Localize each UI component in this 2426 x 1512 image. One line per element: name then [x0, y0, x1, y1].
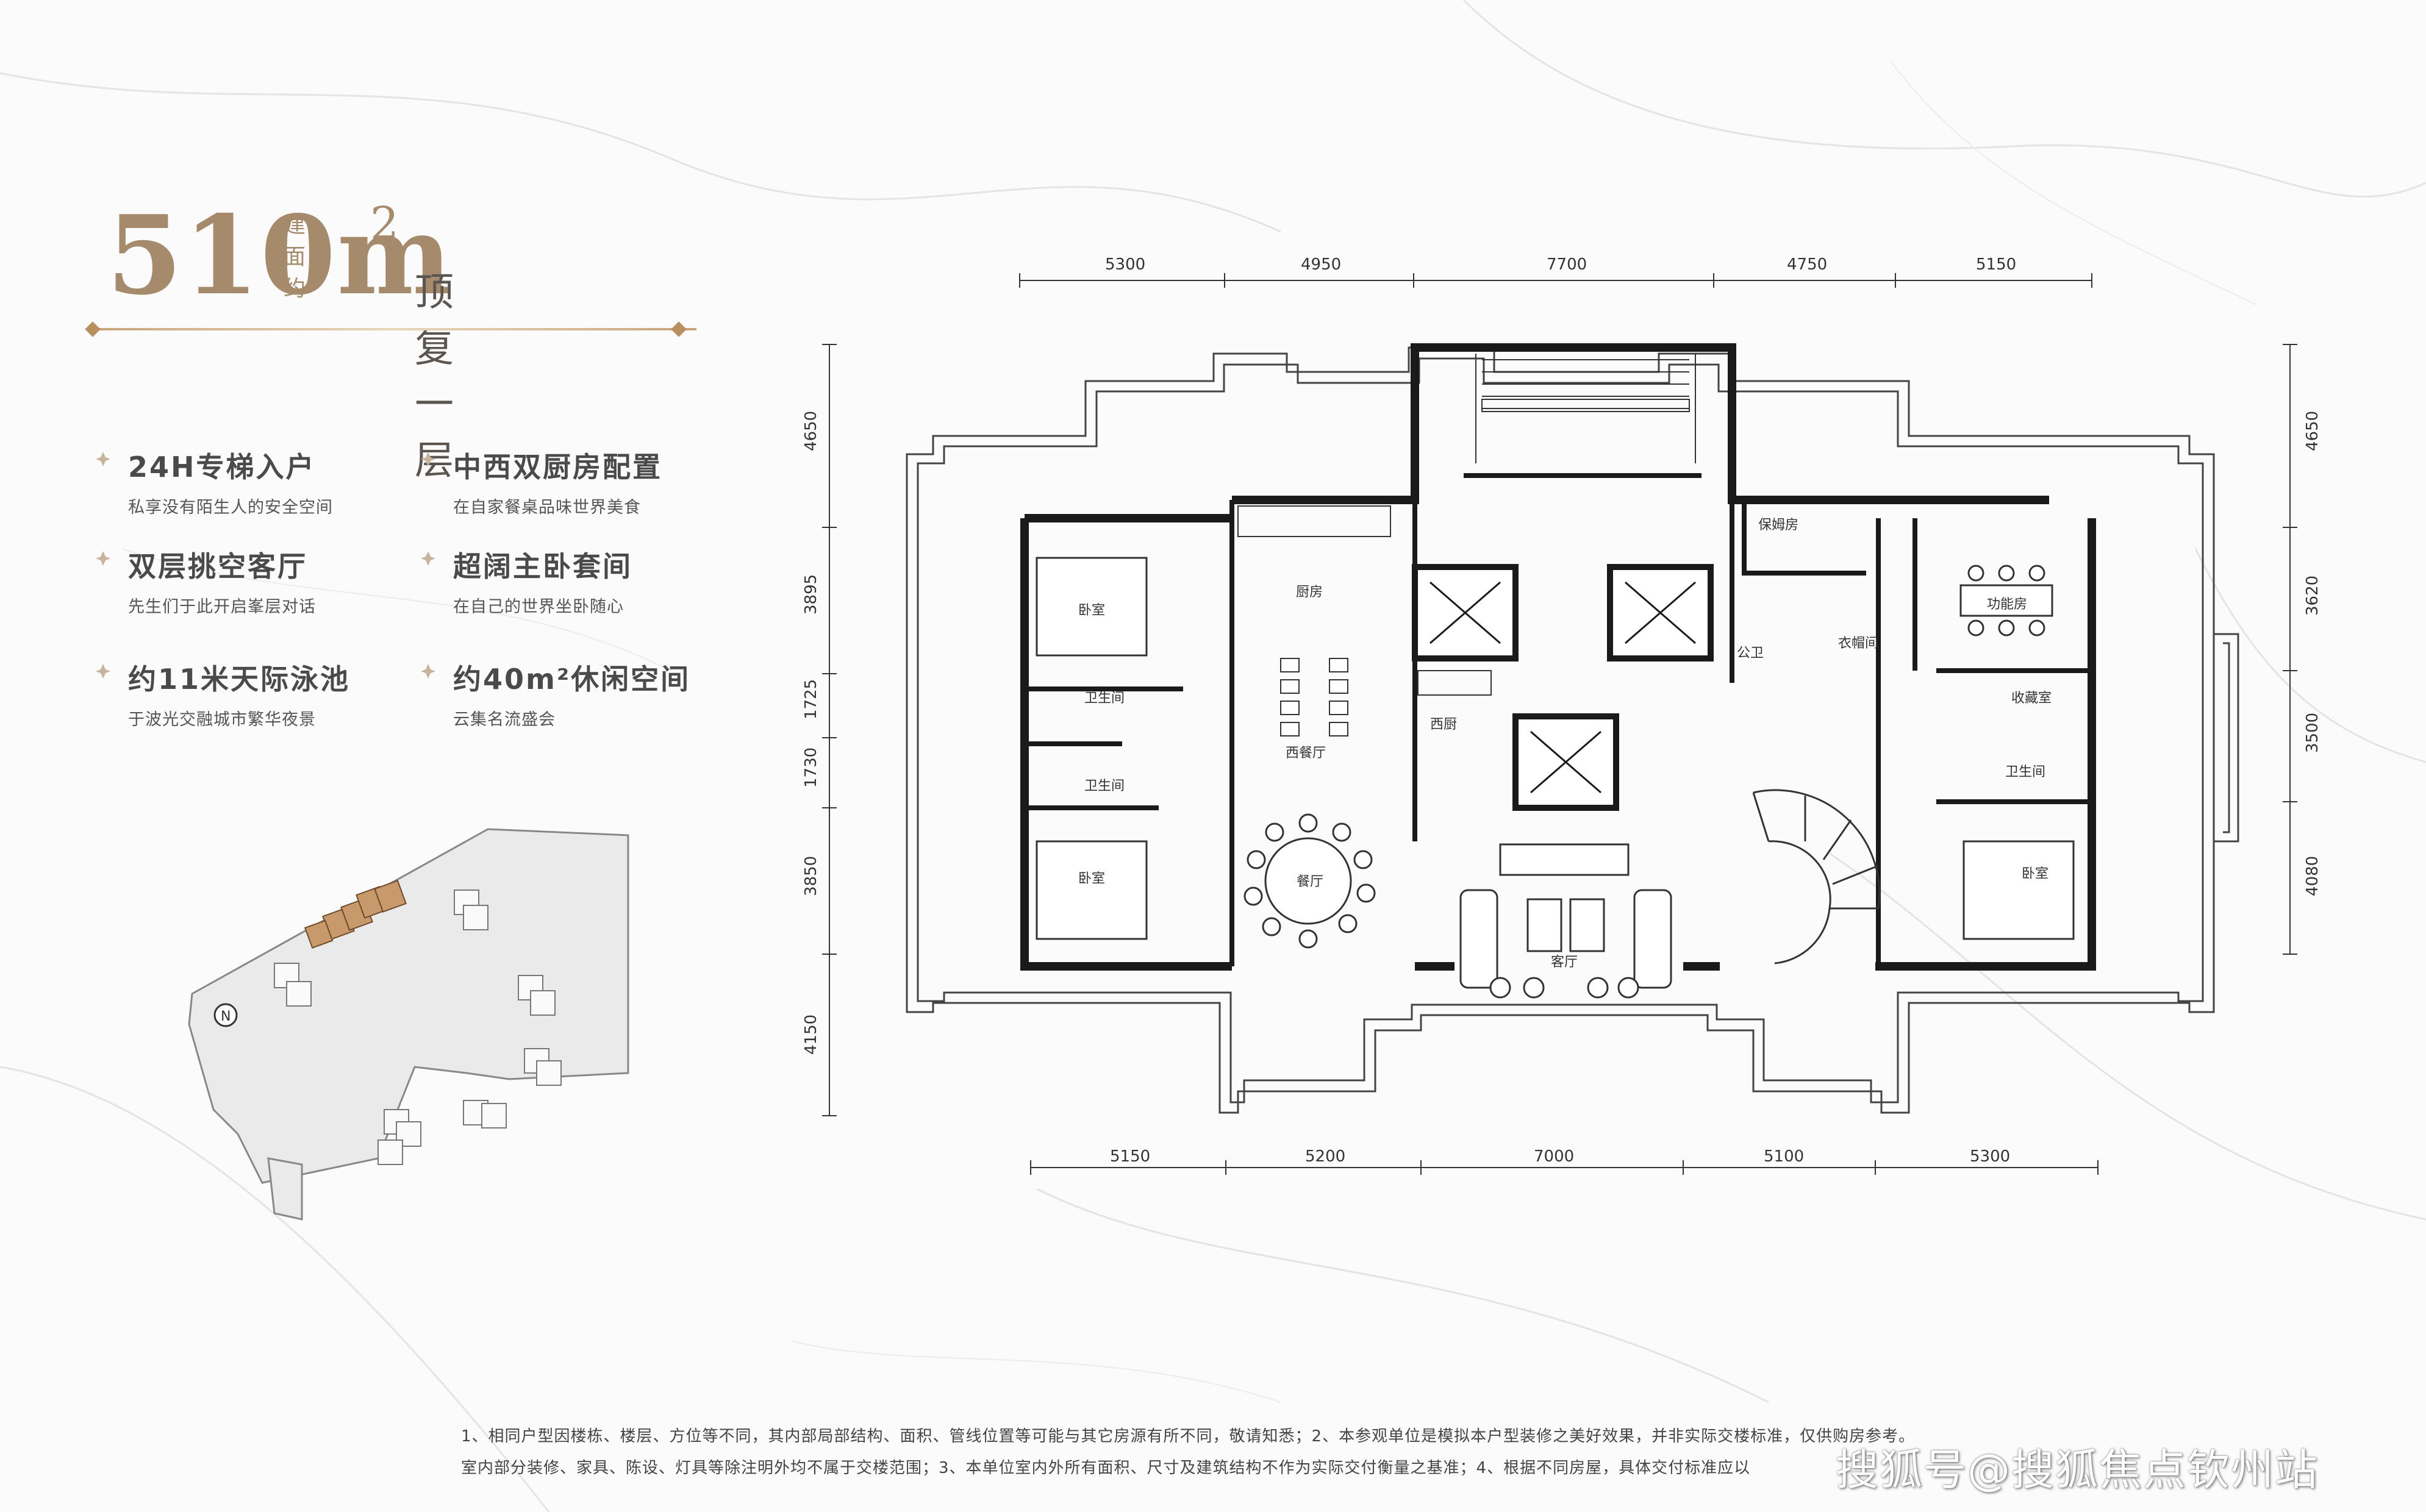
compass-label: N: [221, 1009, 231, 1024]
feature-item: 24H专梯入户 私享没有陌生人的安全空间: [96, 445, 445, 518]
dim-line-left: [822, 344, 837, 1116]
room-label-kitchen: 厨房: [1296, 585, 1323, 600]
feature-title: 约40m²休闲空间: [453, 663, 691, 696]
site-map: N: [188, 828, 629, 1221]
western-dining-table: [1280, 658, 1348, 736]
room-label-living: 客厅: [1551, 955, 1578, 970]
dim-line-bottom: [1030, 1160, 2099, 1175]
room-label-bathroom: 卫生间: [2005, 765, 2045, 780]
fleur-icon: [96, 452, 110, 466]
round-dining-table: [1243, 813, 1376, 949]
dim-left-2: 3895: [802, 574, 820, 615]
feature-desc: 在自家餐桌品味世界美食: [453, 498, 641, 517]
dim-right-2: 3620: [2303, 576, 2322, 616]
room-label-wardrobe: 衣帽间: [1838, 636, 1878, 651]
feature-item: 约11米天际泳池 于波光交融城市繁华夜景: [96, 657, 445, 730]
room-label-bathroom: 卫生间: [1084, 691, 1125, 706]
bed: [1036, 557, 2075, 940]
dim-bottom-3: 7000: [1534, 1147, 1574, 1166]
room-label-western-kitchen: 西厨: [1430, 717, 1457, 732]
room-label-bedroom: 卧室: [2022, 866, 2049, 882]
feature-title: 中西双厨房配置: [453, 451, 662, 483]
fleur-icon: [96, 551, 110, 566]
room-label-bedroom: 卧室: [1078, 871, 1105, 886]
dim-bottom-1: 5150: [1110, 1147, 1150, 1166]
feature-desc: 在自己的世界坐卧随心: [453, 597, 624, 616]
dim-left-6: 4150: [802, 1015, 820, 1055]
feature-desc: 先生们于此开启峯层对话: [128, 597, 316, 616]
room-label-public-bath: 公卫: [1737, 646, 1764, 661]
main-walls: [1020, 343, 2096, 971]
dim-right-1: 4650: [2303, 411, 2322, 451]
feature-desc: 私享没有陌生人的安全空间: [128, 498, 333, 517]
highlighted-building: [304, 880, 407, 949]
header-divider: [91, 328, 696, 330]
room-label-western-dining: 西餐厅: [1286, 746, 1326, 761]
dim-left-5: 3850: [802, 856, 820, 896]
disclaimer-line: 1、相同户型因楼栋、楼层、方位等不同，其内部局部结构、面积、管线位置等可能与其它…: [461, 1427, 1916, 1446]
feature-desc: 于波光交融城市繁华夜景: [128, 710, 316, 729]
spiral-staircase: [1752, 789, 1881, 965]
floor-plan: 5300 4950 7700 4750 5150 5150 5200 7000 …: [802, 255, 2322, 1175]
dim-right-3: 3500: [2303, 713, 2322, 753]
disclaimer-line: 室内部分装修、家具、陈设、灯具等除注明外均不属于交楼范围；3、本单位室内外所有面…: [461, 1459, 1751, 1477]
room-label-bathroom: 卫生间: [1084, 779, 1125, 794]
dim-bottom-2: 5200: [1305, 1147, 1345, 1166]
area-prefix: 建面约: [284, 213, 308, 301]
terrace-outline: [906, 346, 2239, 1114]
dim-top-3: 7700: [1547, 255, 1587, 274]
feature-title: 24H专梯入户: [128, 451, 316, 483]
feature-item: 约40m²休闲空间 云集名流盛会: [421, 657, 770, 730]
compass-icon: [213, 1003, 238, 1027]
feature-item: 双层挑空客厅 先生们于此开启峯层对话: [96, 544, 445, 617]
room-label-nanny: 保姆房: [1758, 518, 1798, 533]
fleur-icon: [421, 664, 435, 679]
dim-top-5: 5150: [1976, 255, 2016, 274]
dim-right-4: 4080: [2303, 856, 2322, 896]
room-label-bedroom: 卧室: [1078, 603, 1105, 618]
room-label-function: 功能房: [1987, 597, 2027, 612]
feature-item: 中西双厨房配置 在自家餐桌品味世界美食: [421, 445, 770, 518]
kitchen-counter: [1237, 505, 1492, 696]
area-superscript: 2: [370, 198, 399, 250]
living-sofa-set: [1459, 843, 1672, 999]
staircase-top: [1475, 354, 1696, 463]
dim-bottom-4: 5100: [1764, 1147, 1804, 1166]
interior-walls: [1025, 473, 2092, 966]
other-buildings: [274, 890, 562, 1165]
dim-top-4: 4750: [1787, 255, 1827, 274]
dim-bottom-5: 5300: [1970, 1147, 2010, 1166]
feature-item: 超阔主卧套间 在自己的世界坐卧随心: [421, 544, 770, 617]
dim-left-3: 1725: [802, 679, 820, 719]
dim-line-right: [2283, 344, 2297, 955]
dim-line-top: [1019, 273, 2092, 288]
elevator-shafts: [1412, 564, 1714, 811]
feature-title: 约11米天际泳池: [128, 663, 351, 696]
disclaimer-notes: 1、相同户型因楼栋、楼层、方位等不同，其内部局部结构、面积、管线位置等可能与其它…: [461, 1421, 1915, 1484]
elevator-cross-icon: [1429, 581, 1696, 794]
area-number: 510m: [107, 191, 453, 319]
feature-title: 超阔主卧套间: [453, 550, 632, 583]
dim-top-2: 4950: [1301, 255, 1341, 274]
dim-left-1: 4650: [802, 411, 820, 451]
feature-desc: 云集名流盛会: [453, 710, 556, 729]
function-room-table: [1959, 565, 2053, 637]
fleur-icon: [421, 551, 435, 566]
feature-title: 双层挑空客厅: [128, 550, 307, 583]
fleur-icon: [421, 452, 435, 466]
room-label-storage: 收藏室: [2011, 691, 2052, 706]
floor-name: 顶复一层: [415, 270, 457, 483]
room-label-dining: 餐厅: [1297, 874, 1323, 890]
watermark: 搜狐号@搜狐焦点钦州站: [1836, 1445, 2319, 1495]
fleur-icon: [96, 664, 110, 679]
dim-top-1: 5300: [1105, 255, 1145, 274]
dim-left-4: 1730: [802, 747, 820, 788]
